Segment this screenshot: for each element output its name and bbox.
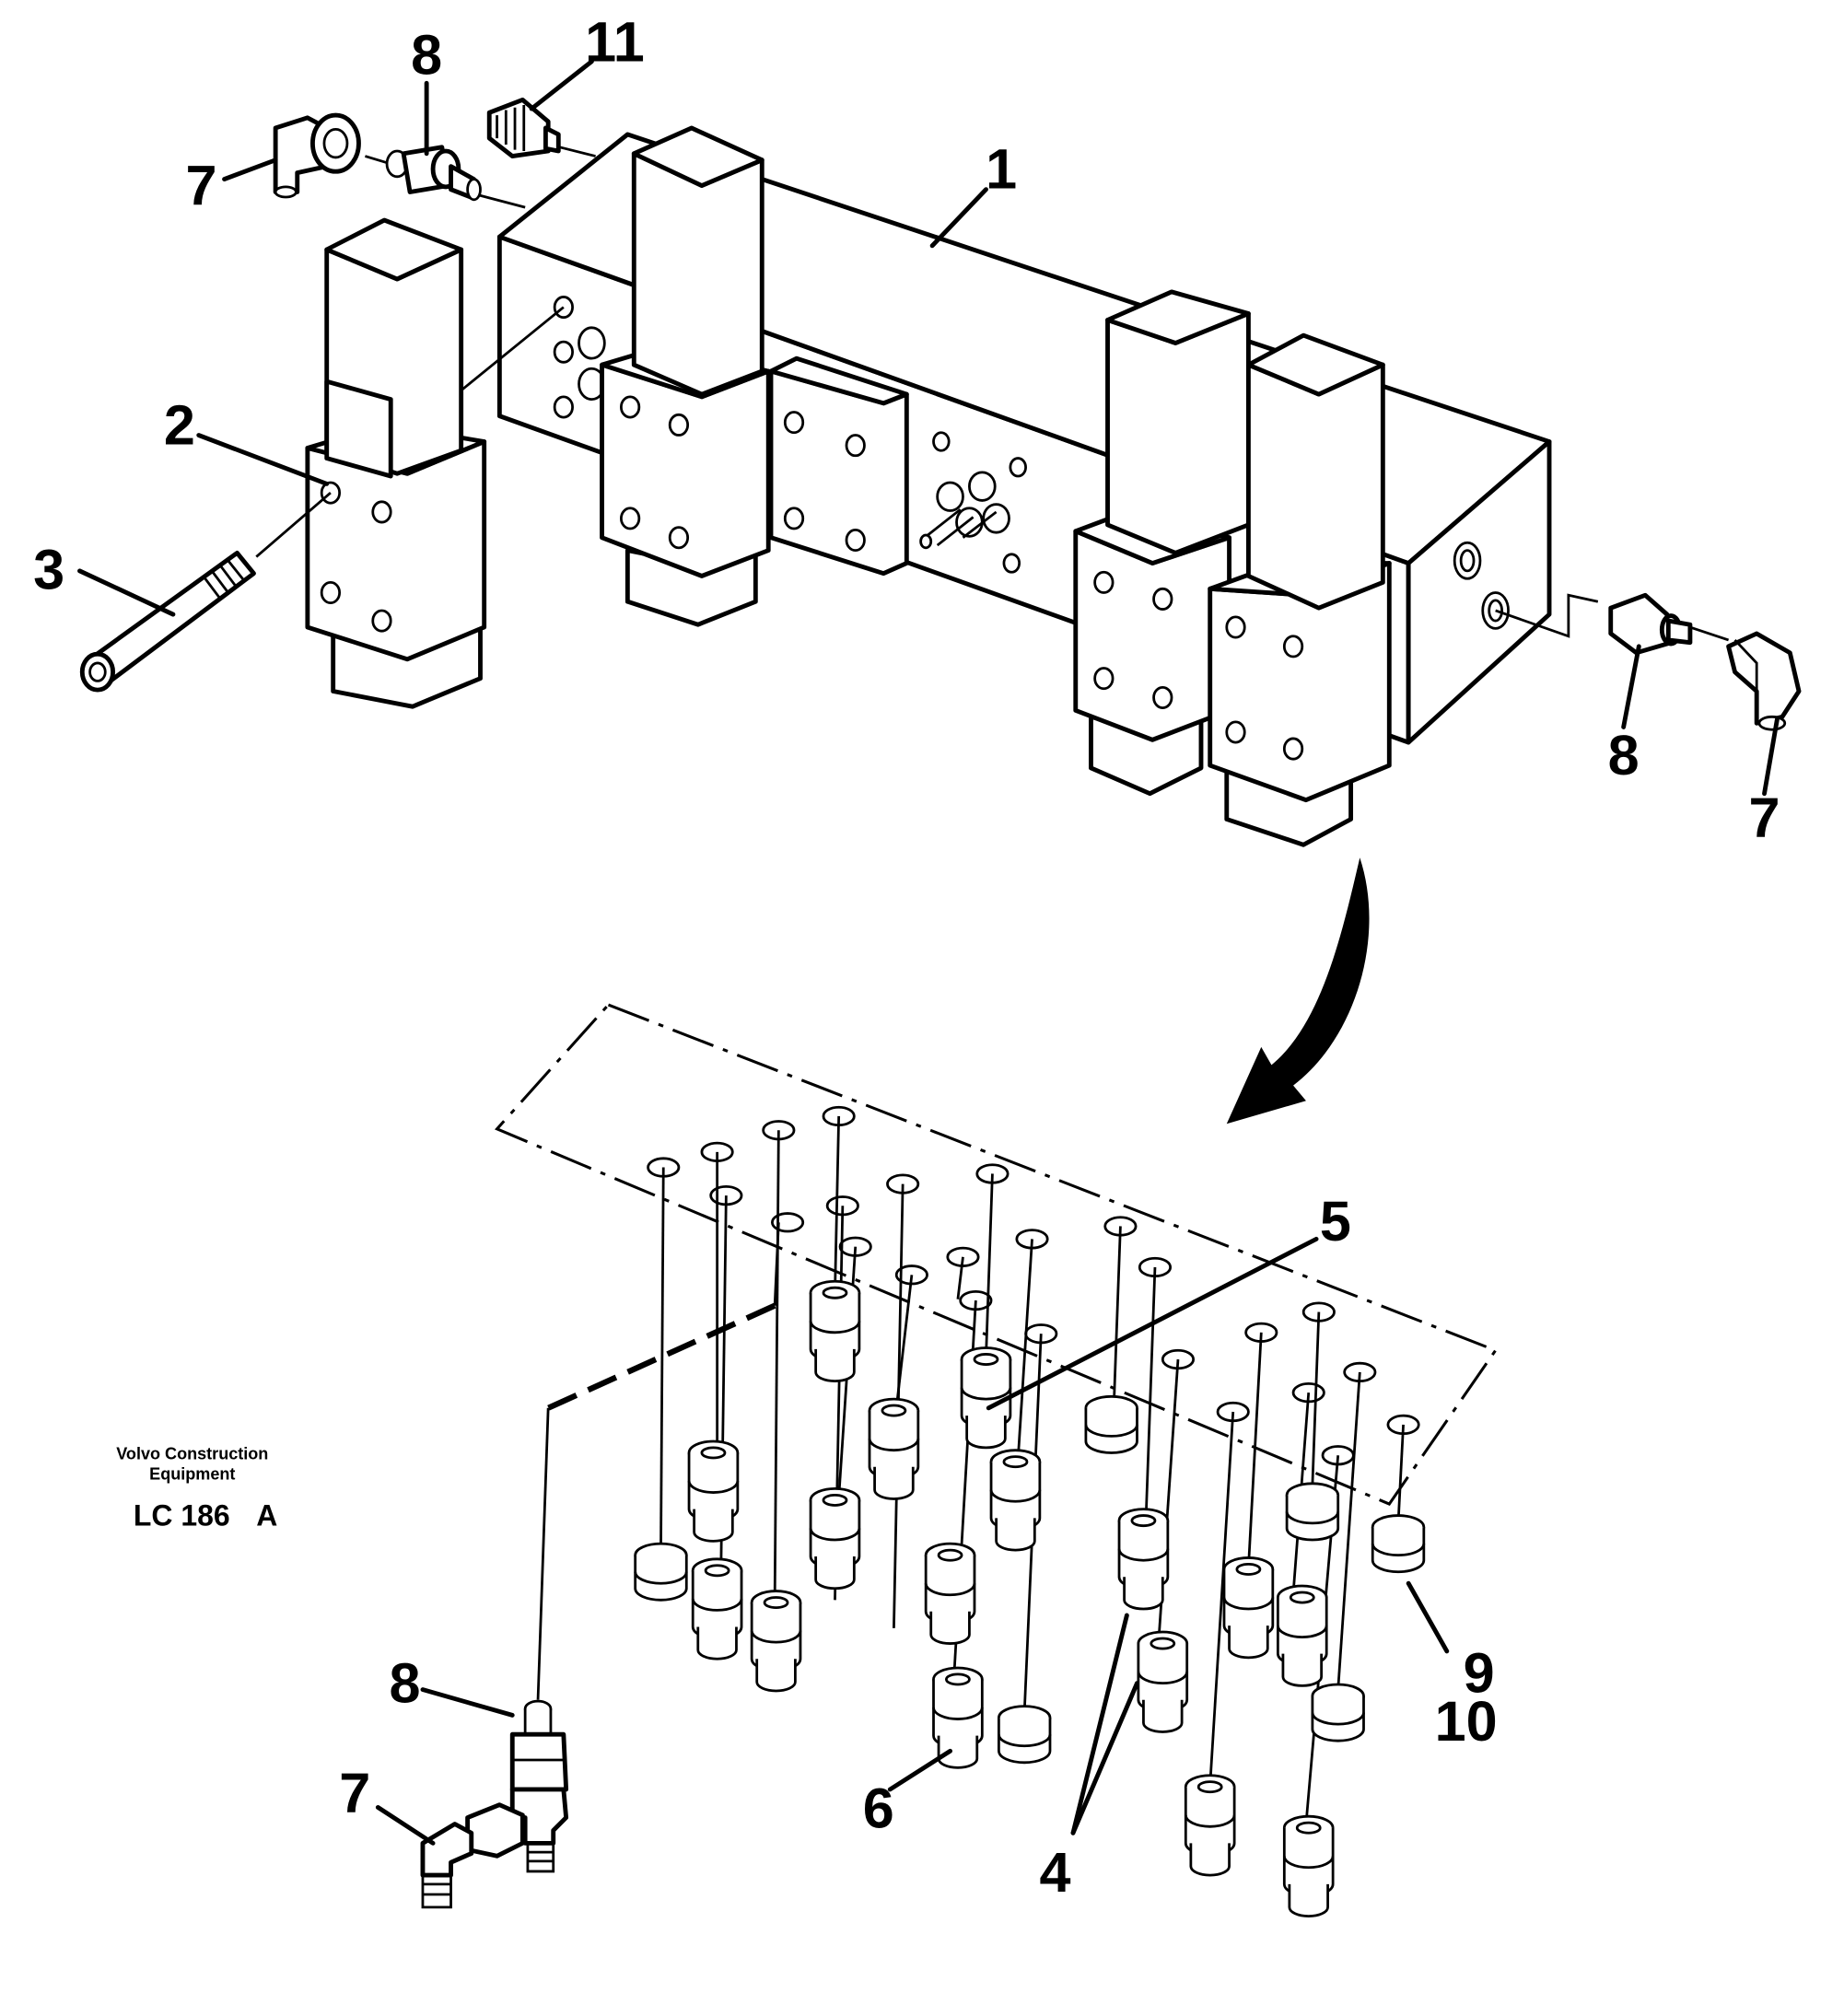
callout-11: 11 (585, 11, 645, 74)
callout-leaders (77, 59, 1780, 1846)
guide-line (475, 192, 526, 209)
mounting-face-outline (495, 1003, 1499, 1506)
callout-8-bottom: 8 (389, 1651, 420, 1714)
callout-8-right: 8 (1608, 724, 1640, 787)
drawing-identifier: Volvo Construction Equipment LC 186 A (116, 1444, 277, 1532)
brand-line-1: Volvo Construction (116, 1444, 268, 1462)
callout-1: 1 (986, 137, 1017, 200)
guide-line (255, 492, 332, 558)
cover-plate (768, 355, 909, 577)
guide-line (1495, 593, 1599, 638)
solenoid-valve (600, 125, 771, 627)
callout-7-bottom: 7 (339, 1762, 370, 1824)
callout-7-right: 7 (1749, 787, 1780, 849)
callout-5: 5 (1320, 1190, 1351, 1253)
callout-10: 10 (1435, 1690, 1498, 1753)
direction-arrow (1226, 857, 1370, 1125)
adapter-fitting (385, 145, 482, 202)
callout-4: 4 (1040, 1841, 1071, 1904)
guide-line (460, 306, 565, 391)
bolt (79, 550, 256, 693)
guide-line (1689, 625, 1730, 642)
drawing-code: LC 186 (134, 1499, 230, 1532)
callout-2: 2 (164, 393, 195, 456)
elbow-fitting (273, 112, 361, 199)
callout-8-top: 8 (411, 24, 442, 87)
callout-7-top: 7 (186, 154, 217, 216)
check-valve-cartridges (687, 1279, 1335, 1917)
solenoid-valve-exploded (305, 217, 487, 709)
drawing-revision: A (256, 1499, 277, 1532)
tee-fitting-assembly (420, 1699, 569, 1909)
adapter-fitting (1608, 592, 1693, 656)
plug-fitting (486, 97, 561, 158)
callout-6: 6 (863, 1777, 894, 1840)
callout-3: 3 (33, 538, 64, 600)
solenoid-valve (1073, 289, 1251, 797)
elbow-fitting (1726, 631, 1802, 731)
guide-line (559, 146, 596, 157)
solenoid-valve (1208, 332, 1392, 847)
brand-line-2: Equipment (149, 1465, 235, 1484)
mounting-holes (647, 1105, 1420, 1466)
callout-9: 9 (1464, 1641, 1495, 1704)
